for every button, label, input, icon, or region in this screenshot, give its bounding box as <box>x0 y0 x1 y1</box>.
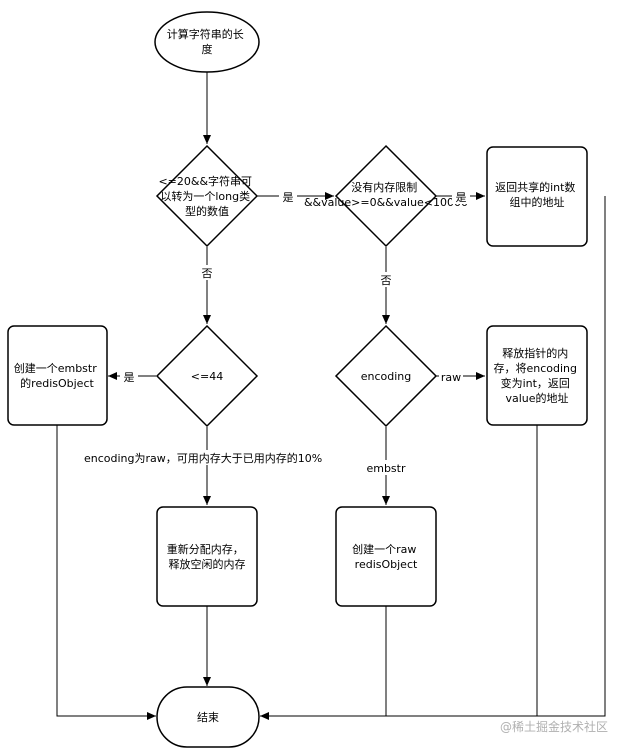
node-shared-int <box>486 146 588 247</box>
edge-label-enc-raw: raw <box>441 371 461 384</box>
node-cond-encoding <box>334 324 438 428</box>
node-create-embstr <box>7 325 108 426</box>
edge-label-44-yes: 是 <box>124 371 135 384</box>
node-end-label: 结束 <box>197 711 219 724</box>
node-create-raw-label: 创建一个raw redisObject <box>352 542 420 571</box>
edge-label-mem-yes: 是 <box>456 191 467 204</box>
edge-shared-to-end <box>260 196 606 717</box>
edge-label-long-yes: 是 <box>283 191 294 204</box>
node-cond-44-label: <=44 <box>191 370 223 383</box>
watermark: @稀土掘金技术社区 <box>500 719 608 734</box>
node-free-ptr-label: 释放指针的内 存，将encoding 变为int，返回 value的地址 <box>493 346 580 405</box>
edge-label-mem-no: 否 <box>381 274 392 287</box>
edge-embstr-to-end <box>56 425 156 720</box>
node-cond-44 <box>155 324 259 428</box>
edge-label-enc-embstr: embstr <box>366 462 406 475</box>
node-start-label: 计算字符串的长 度 <box>167 27 248 56</box>
node-cond-mem <box>334 144 438 248</box>
node-cond-long-label: <=20&&字符串可 以转为一个long类 型的数值 <box>158 174 255 218</box>
edge-label-long-no: 否 <box>202 267 213 280</box>
node-end <box>156 686 260 748</box>
node-realloc <box>156 506 258 607</box>
node-shared-int-label: 返回共享的int数 组中的地址 <box>495 180 579 209</box>
node-create-embstr-label: 创建一个embstr 的redisObject <box>14 361 101 390</box>
node-free-ptr <box>486 325 588 426</box>
node-start <box>154 11 260 73</box>
node-cond-encoding-label: encoding <box>361 370 412 383</box>
edge-label-44-no: encoding为raw，可用内存大于已用内存的10% <box>84 451 322 465</box>
node-realloc-label: 重新分配内存， 释放空闲的内存 <box>167 542 248 571</box>
node-create-raw <box>335 506 437 607</box>
node-cond-long <box>155 144 259 248</box>
node-cond-mem-label: 没有内存限制 &&value>=0&&value<10000 <box>304 180 468 209</box>
edge-raw-to-end <box>260 605 387 720</box>
